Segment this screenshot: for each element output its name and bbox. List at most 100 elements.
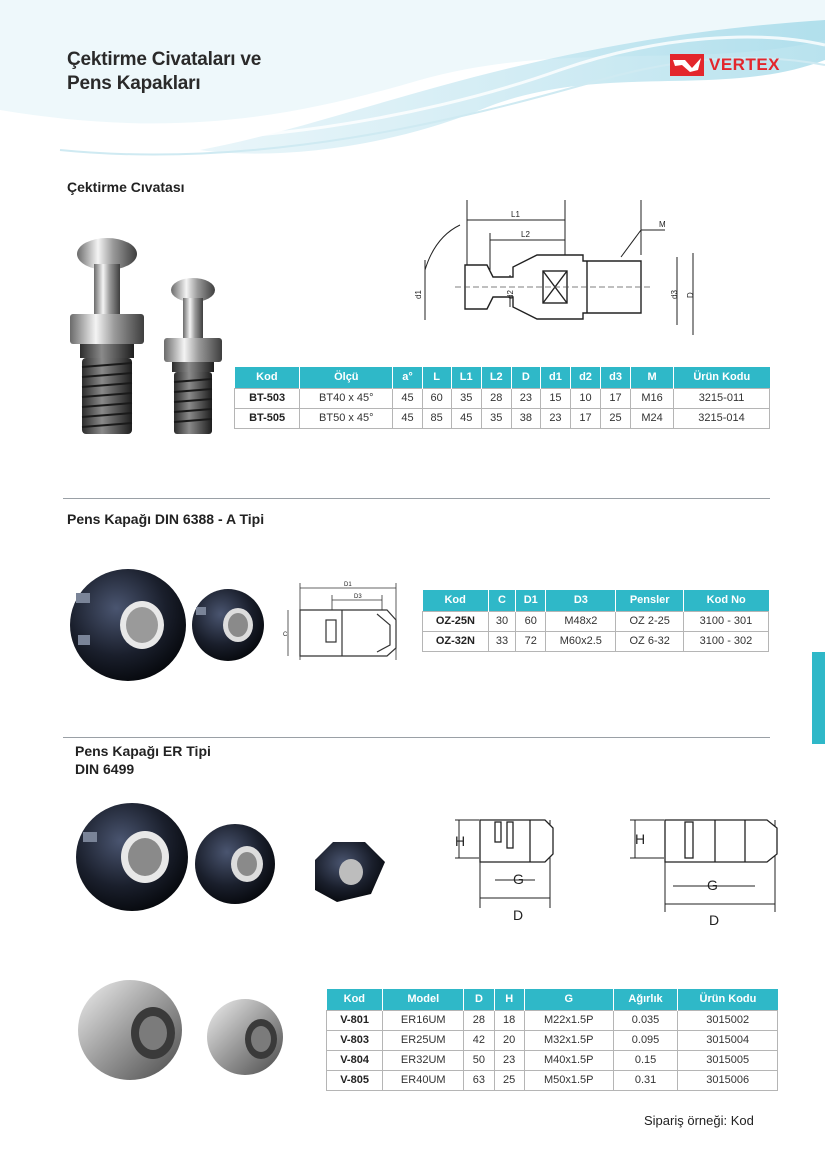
column-header: a°	[392, 367, 423, 388]
table-cell: M22x1.5P	[523, 1009, 614, 1031]
table-cell: 3015004	[677, 1029, 778, 1051]
table-cell: 3215-014	[673, 407, 770, 429]
column-header: D3	[545, 590, 616, 611]
table-cell: OZ 2-25	[615, 610, 684, 632]
column-header: G	[523, 989, 614, 1010]
table-cell: 50	[463, 1049, 495, 1071]
table-cell: ER40UM	[382, 1069, 465, 1091]
dim-label-d: D	[513, 907, 523, 923]
table-cell: 30	[487, 610, 517, 632]
table-cell: M40x1.5P	[523, 1049, 614, 1071]
dim-label-d3: D3	[354, 594, 362, 600]
table-cell: 3015006	[677, 1069, 778, 1091]
column-header: Ürün Kodu	[677, 989, 778, 1010]
dim-label-d: D	[686, 292, 695, 298]
order-example-note: Sipariş örneği: Kod	[644, 1113, 754, 1128]
table-cell: 20	[493, 1029, 525, 1051]
dim-label-l1: L1	[511, 210, 520, 219]
table-cell: 3015002	[677, 1009, 778, 1031]
table-cell: 15	[539, 387, 571, 409]
dim-label-g: G	[707, 877, 718, 893]
column-header: Kod	[326, 989, 383, 1010]
table-cell: 38	[510, 407, 541, 429]
header-wave-background	[0, 0, 825, 156]
table-cell: ER32UM	[382, 1049, 465, 1071]
table-cell: 17	[569, 407, 602, 429]
dim-label-d3: d3	[670, 290, 679, 299]
table-cell: M32x1.5P	[523, 1029, 614, 1051]
table-cell: 35	[450, 387, 482, 409]
row-code-cell: OZ-25N	[422, 610, 489, 632]
collet-nut-a-diagram: D1 D3 C	[283, 582, 397, 660]
column-header: Pensler	[615, 590, 684, 611]
vertex-logo: VERTEX	[670, 54, 780, 76]
dim-label-g: G	[513, 871, 524, 887]
eagle-logo-icon	[670, 54, 704, 76]
table-cell: 10	[569, 387, 602, 409]
dim-label-m: M	[659, 220, 666, 229]
table-cell: 45	[392, 407, 423, 429]
table-cell: M60x2.5	[545, 630, 617, 652]
column-header: d1	[539, 367, 571, 388]
table-cell: 3100 - 302	[682, 630, 770, 652]
column-header: Ölçü	[299, 367, 393, 388]
table-cell: M16	[630, 387, 675, 409]
column-header: D	[510, 367, 541, 388]
table-cell: 23	[539, 407, 571, 429]
column-header: d2	[569, 367, 601, 388]
table-cell: ER25UM	[382, 1029, 465, 1051]
dim-label-c: C	[283, 632, 288, 638]
row-code-cell: V-803	[325, 1029, 384, 1051]
column-header: C	[487, 590, 516, 611]
column-header: Kod	[234, 367, 300, 388]
column-header: H	[493, 989, 525, 1010]
column-header: L1	[450, 367, 482, 388]
collet-nut-er-diagrams: H G D H G D	[455, 819, 778, 928]
page-title: Çektirme Civataları ve Pens Kapakları	[67, 49, 262, 94]
column-header: L2	[480, 367, 512, 388]
dim-label-d1: d1	[415, 290, 423, 299]
column-header: Ağırlık	[612, 989, 678, 1010]
row-code-cell: BT-503	[233, 387, 301, 409]
column-header: D1	[515, 590, 546, 611]
row-code-cell: OZ-32N	[422, 630, 489, 652]
pull-stud-diagram: L1 L2 M d1 d2 d3 D	[415, 200, 695, 335]
table-cell: M48x2	[545, 610, 617, 632]
column-header: M	[630, 367, 674, 388]
table-cell: 25	[493, 1069, 525, 1091]
table-cell: 3215-011	[673, 387, 770, 409]
table-cell: 33	[487, 630, 517, 652]
column-header: L	[421, 367, 452, 388]
dim-label-d: D	[709, 912, 719, 928]
table-cell: 23	[493, 1049, 525, 1071]
column-header: Model	[382, 989, 464, 1010]
table-cell: 0.31	[612, 1069, 679, 1091]
table-cell: 63	[463, 1069, 495, 1091]
pull-stud-photo	[70, 238, 222, 434]
row-code-cell: V-804	[325, 1049, 384, 1071]
section-title-cektirme: Çektirme Cıvatası	[67, 179, 185, 195]
dim-label-h: H	[635, 831, 645, 847]
table-cell: 42	[463, 1029, 495, 1051]
row-code-cell: V-805	[325, 1069, 384, 1091]
table-cell: 28	[463, 1009, 495, 1031]
table-cell: 0.095	[612, 1029, 679, 1051]
table-cell: 18	[493, 1009, 525, 1031]
table-cell: ER16UM	[382, 1009, 465, 1031]
column-header: d3	[600, 367, 631, 388]
table-cell: 0.035	[612, 1009, 679, 1031]
table-cell: 60	[421, 387, 452, 409]
row-code-cell: BT-505	[233, 407, 301, 429]
